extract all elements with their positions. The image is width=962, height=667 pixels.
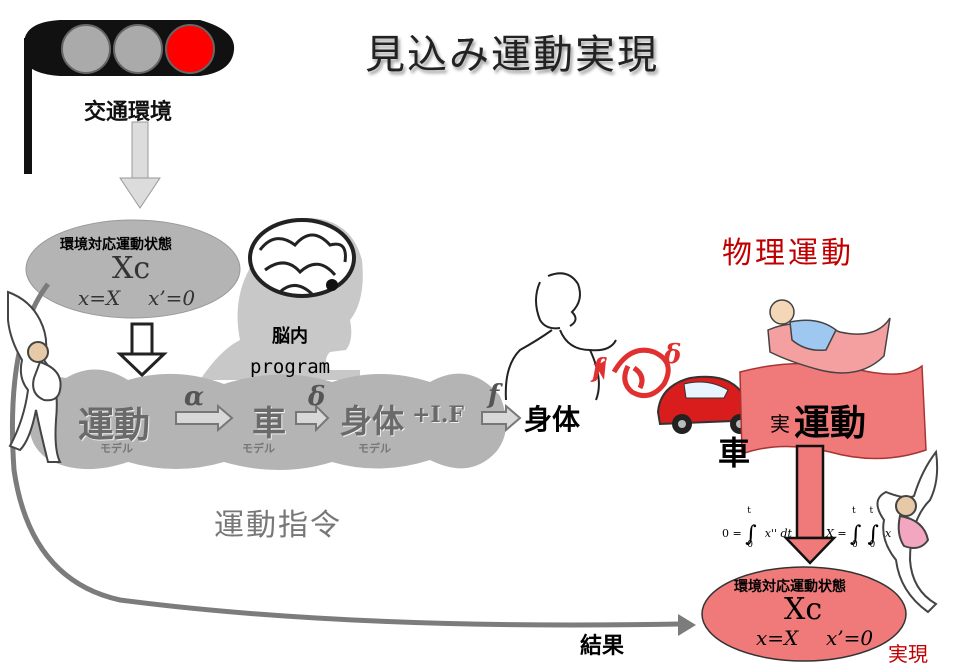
top-state-title: 環境対応運動状態: [60, 237, 172, 253]
delta-symbol: δ: [308, 382, 326, 412]
formula-position: X = t ∫ 0 t ∫ 0 x: [826, 506, 892, 550]
model-band: [29, 369, 507, 470]
car-model-sub: モデル: [242, 442, 275, 455]
physical-car-label: 車: [718, 434, 751, 472]
physical-jitsu-label: 実: [770, 412, 790, 436]
page-title: 見込み運動実現: [365, 32, 659, 78]
swirl-arrowhead: [596, 360, 606, 380]
steering-swirl: [611, 347, 671, 399]
command-arrow: [116, 322, 168, 378]
result-curve-arrow: [9, 282, 681, 628]
physical-f-symbol: f: [592, 354, 604, 384]
traffic-label: 交通環境: [84, 100, 173, 125]
alpha-symbol: α: [184, 382, 205, 412]
body-model-sub: モデル: [358, 442, 391, 455]
if-label: +I.F: [412, 402, 465, 428]
top-state-eq-v: x’=0: [148, 286, 196, 310]
car-model-label: 車: [252, 404, 286, 444]
f-symbol: f: [488, 380, 500, 410]
top-state-ellipse: [25, 219, 241, 319]
realization-arrow: [783, 444, 837, 565]
bottom-state-eq-x: x=X: [756, 626, 799, 650]
brain-program-label: program: [250, 356, 331, 378]
motion-model-sub: モデル: [100, 442, 133, 455]
result-arrowhead: [678, 614, 696, 636]
physical-motion-label: 運動: [794, 403, 867, 444]
bottom-state-ellipse: [701, 566, 907, 662]
formula-velocity: 0 = t ∫ 0 x'' dt: [722, 506, 792, 550]
motion-model-label: 運動: [78, 405, 151, 446]
brain-label: 脳内: [272, 326, 308, 347]
bottom-state-eq-v: x’=0: [826, 626, 874, 650]
physical-title: 物理運動: [722, 236, 854, 271]
driver-figure: [504, 272, 617, 401]
physical-body-label: 身体: [524, 403, 581, 436]
traffic-light: [24, 20, 235, 174]
dancer-left-figure: [7, 290, 62, 463]
top-state-eq-x: x=X: [78, 286, 121, 310]
lounging-figure: [767, 299, 891, 374]
result-label: 結果: [580, 634, 625, 659]
alpha-arrow: [175, 403, 234, 433]
bottom-state-var: Xc: [784, 592, 823, 627]
delta-arrow: [295, 403, 330, 433]
f-arrow: [481, 403, 522, 433]
traffic-arrow: [119, 121, 161, 209]
physical-delta-symbol: δ: [664, 340, 682, 370]
realized-label: 実現: [888, 642, 928, 666]
body-model-label: 身体: [340, 402, 405, 440]
bottom-state-title: 環境対応運動状態: [734, 579, 846, 595]
dancer-right-figure: [876, 449, 939, 614]
top-state-var: Xc: [112, 251, 151, 286]
brain-icon: [248, 218, 356, 298]
command-label: 運動指令: [214, 508, 342, 543]
